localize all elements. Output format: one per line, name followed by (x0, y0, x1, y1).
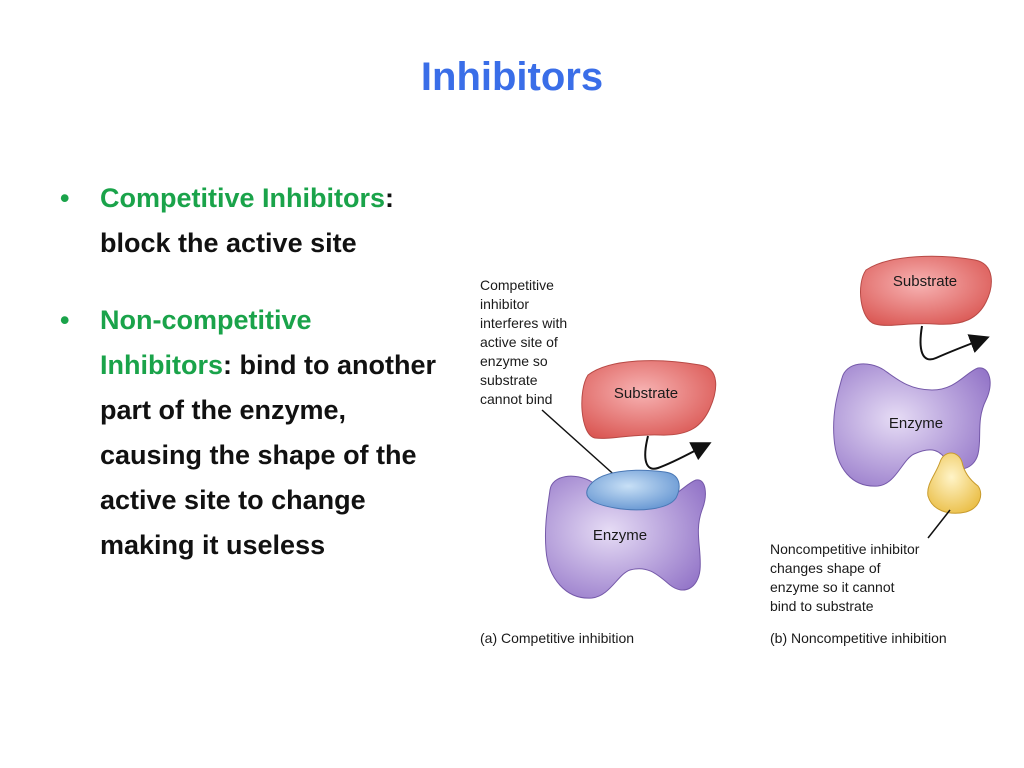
bullet-list: • Competitive Inhibitors: block the acti… (56, 176, 446, 600)
bullet-dot: • (60, 305, 70, 335)
term-competitive: Competitive Inhibitors (100, 183, 386, 213)
term-noncompetitive: Non-competitive Inhibitors (100, 305, 312, 380)
panel-a-competitive: Competitive inhibitor interferes with ac… (480, 277, 717, 646)
panel-b-note: Noncompetitive inhibitor changes shape o… (770, 541, 923, 614)
substrate-shape (581, 360, 717, 439)
enzyme-label: Enzyme (593, 527, 647, 544)
bullet-text: bind to another part of the enzyme, caus… (100, 350, 436, 560)
pointer-line (927, 509, 951, 539)
panel-b-noncompetitive: Substrate Enzyme Noncompetitive inhibito… (770, 255, 992, 646)
bullet-dot: • (60, 183, 70, 213)
enzyme-label: Enzyme (889, 415, 943, 432)
panel-a-note: Competitive inhibitor interferes with ac… (480, 277, 571, 407)
bullet-separator: : (223, 350, 232, 380)
substrate-label: Substrate (893, 273, 957, 290)
substrate-label: Substrate (614, 385, 678, 402)
bullet-text: block the active site (100, 228, 357, 258)
noncompetitive-inhibitor-shape (927, 452, 982, 514)
slide-title: Inhibitors (420, 55, 604, 99)
panel-a-caption: (a) Competitive inhibition (480, 630, 634, 646)
bullet-competitive: • Competitive Inhibitors: block the acti… (56, 176, 446, 266)
arrow (919, 325, 990, 361)
inhibition-figure: Competitive inhibitor interferes with ac… (470, 240, 1010, 660)
bullet-separator: : (385, 183, 395, 213)
inhibition-diagram: Competitive inhibitor interferes with ac… (480, 255, 992, 646)
bullet-noncompetitive: • Non-competitive Inhibitors: bind to an… (56, 298, 446, 568)
arrow (644, 435, 712, 470)
competitive-inhibitor-shape (586, 469, 680, 511)
panel-b-caption: (b) Noncompetitive inhibition (770, 630, 947, 646)
pointer-line (541, 409, 621, 481)
substrate-shape (860, 255, 992, 326)
